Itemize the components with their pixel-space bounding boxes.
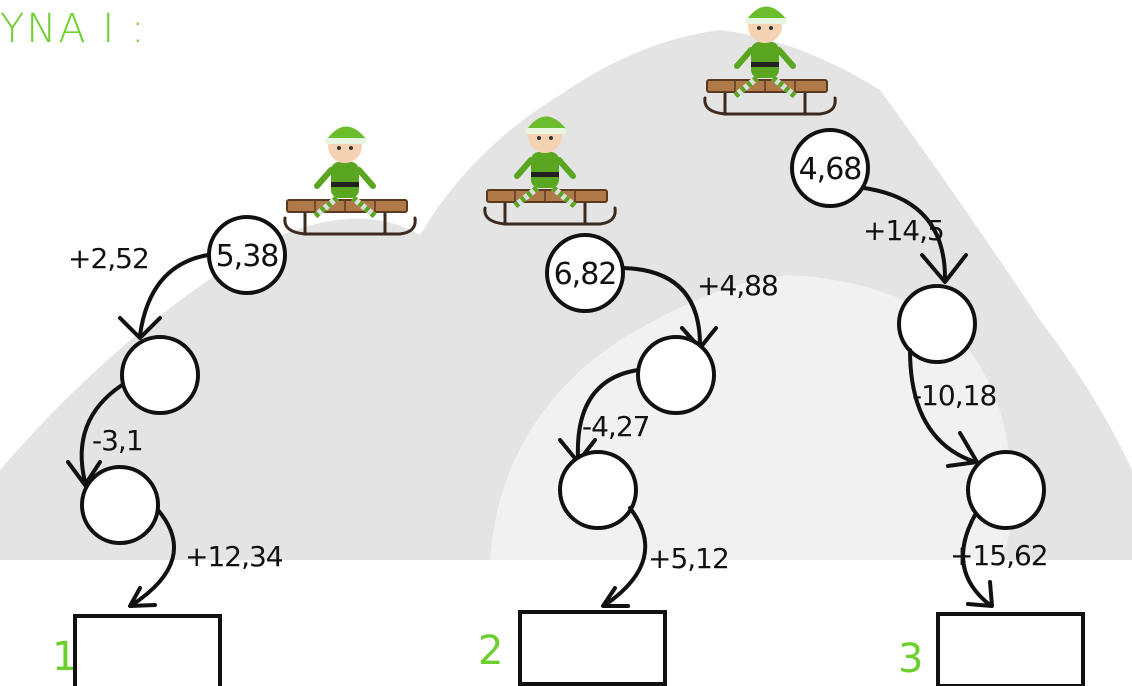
arrow-head	[118, 316, 162, 340]
answer-box[interactable]	[73, 614, 222, 686]
operation-label: +15,62	[950, 539, 1048, 572]
arrow-head	[966, 580, 994, 608]
arrow	[908, 348, 977, 464]
answer-bubble[interactable]	[120, 335, 200, 415]
elf-on-sled-1	[285, 126, 415, 234]
arrow	[138, 253, 210, 337]
arrow	[575, 368, 640, 460]
chain-2: 6,82 +4,88 -4,27 +5,12 2	[478, 233, 779, 686]
start-value: 4,68	[799, 152, 862, 187]
answer-box[interactable]	[936, 612, 1085, 686]
arrow	[79, 383, 124, 484]
arrow	[862, 186, 947, 280]
answer-bubble[interactable]	[80, 465, 160, 545]
arrow-head	[601, 586, 630, 608]
start-value: 6,82	[554, 257, 617, 292]
operation-label: +12,34	[185, 540, 283, 573]
answer-bubble[interactable]	[897, 284, 977, 364]
arrow	[603, 506, 648, 607]
start-value: 5,38	[216, 239, 279, 274]
arrow	[621, 266, 702, 347]
answer-bubble[interactable]	[558, 450, 638, 530]
operation-label: +14,5	[863, 214, 944, 247]
arrow	[130, 508, 176, 607]
arrow-head	[920, 253, 968, 284]
chain-number: 3	[898, 636, 923, 682]
chain-1: 5,38 +2,52 -3,1 +12,34 1	[52, 215, 287, 686]
arrow	[961, 513, 992, 607]
start-bubble	[545, 233, 625, 313]
chain-3: 4,68 +14,5 -10,18 +15,62 3	[790, 128, 1085, 686]
arrow-head	[128, 586, 157, 608]
answer-box[interactable]	[518, 610, 667, 686]
operation-label: -4,27	[582, 410, 649, 443]
answer-bubble[interactable]	[636, 335, 716, 415]
start-bubble	[790, 128, 870, 208]
arrow-head	[946, 431, 979, 468]
chain-number: 2	[478, 628, 503, 674]
operation-label: +4,88	[697, 269, 778, 302]
operation-label: +2,52	[68, 242, 149, 275]
arrow-head	[66, 460, 102, 487]
answer-bubble[interactable]	[966, 450, 1046, 530]
operation-label: -3,1	[92, 424, 143, 457]
worksheet-title: ΥΝΑ Ι :	[0, 6, 146, 52]
operation-label: +5,12	[648, 542, 729, 575]
operation-label: -10,18	[912, 379, 996, 412]
